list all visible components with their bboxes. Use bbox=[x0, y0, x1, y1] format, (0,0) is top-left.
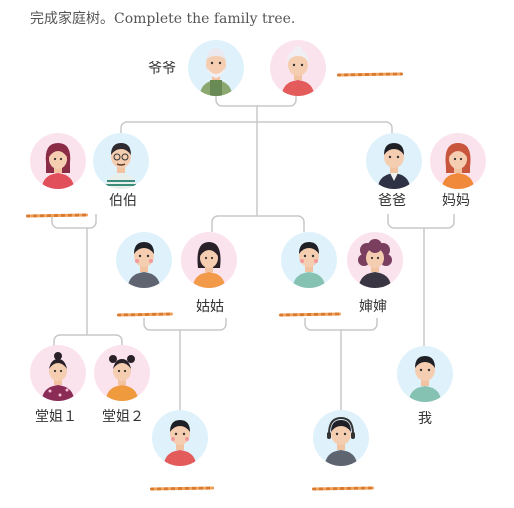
aunt-husband-avatar bbox=[116, 232, 172, 288]
grandma-avatar bbox=[270, 40, 326, 96]
aunt-label: 姑姑 bbox=[196, 299, 224, 315]
cousin2-avatar bbox=[94, 345, 150, 401]
me-label: 我 bbox=[418, 411, 432, 427]
mom-avatar bbox=[430, 133, 486, 189]
second-uncle-avatar bbox=[281, 232, 337, 288]
uncle-avatar bbox=[93, 133, 149, 189]
me-avatar bbox=[397, 346, 453, 402]
dad-avatar bbox=[366, 133, 422, 189]
dad-label: 爸爸 bbox=[378, 193, 406, 209]
mom-label: 妈妈 bbox=[442, 193, 470, 209]
auntie-avatar bbox=[347, 232, 403, 288]
aunt-avatar bbox=[181, 232, 237, 288]
cousin1-label: 堂姐１ bbox=[35, 409, 77, 425]
cousin2-label: 堂姐２ bbox=[102, 409, 144, 425]
uncle-label: 伯伯 bbox=[109, 193, 137, 209]
auntie-child-avatar bbox=[313, 410, 369, 466]
aunt-child-avatar bbox=[152, 410, 208, 466]
grandpa-avatar bbox=[188, 40, 244, 96]
auntie-label: 婶婶 bbox=[359, 299, 387, 315]
cousin1-avatar bbox=[30, 345, 86, 401]
uncle-wife-avatar bbox=[30, 133, 86, 189]
grandpa-label: 爷爷 bbox=[148, 61, 176, 77]
instruction-title: 完成家庭树。Complete the family tree. bbox=[30, 11, 296, 27]
